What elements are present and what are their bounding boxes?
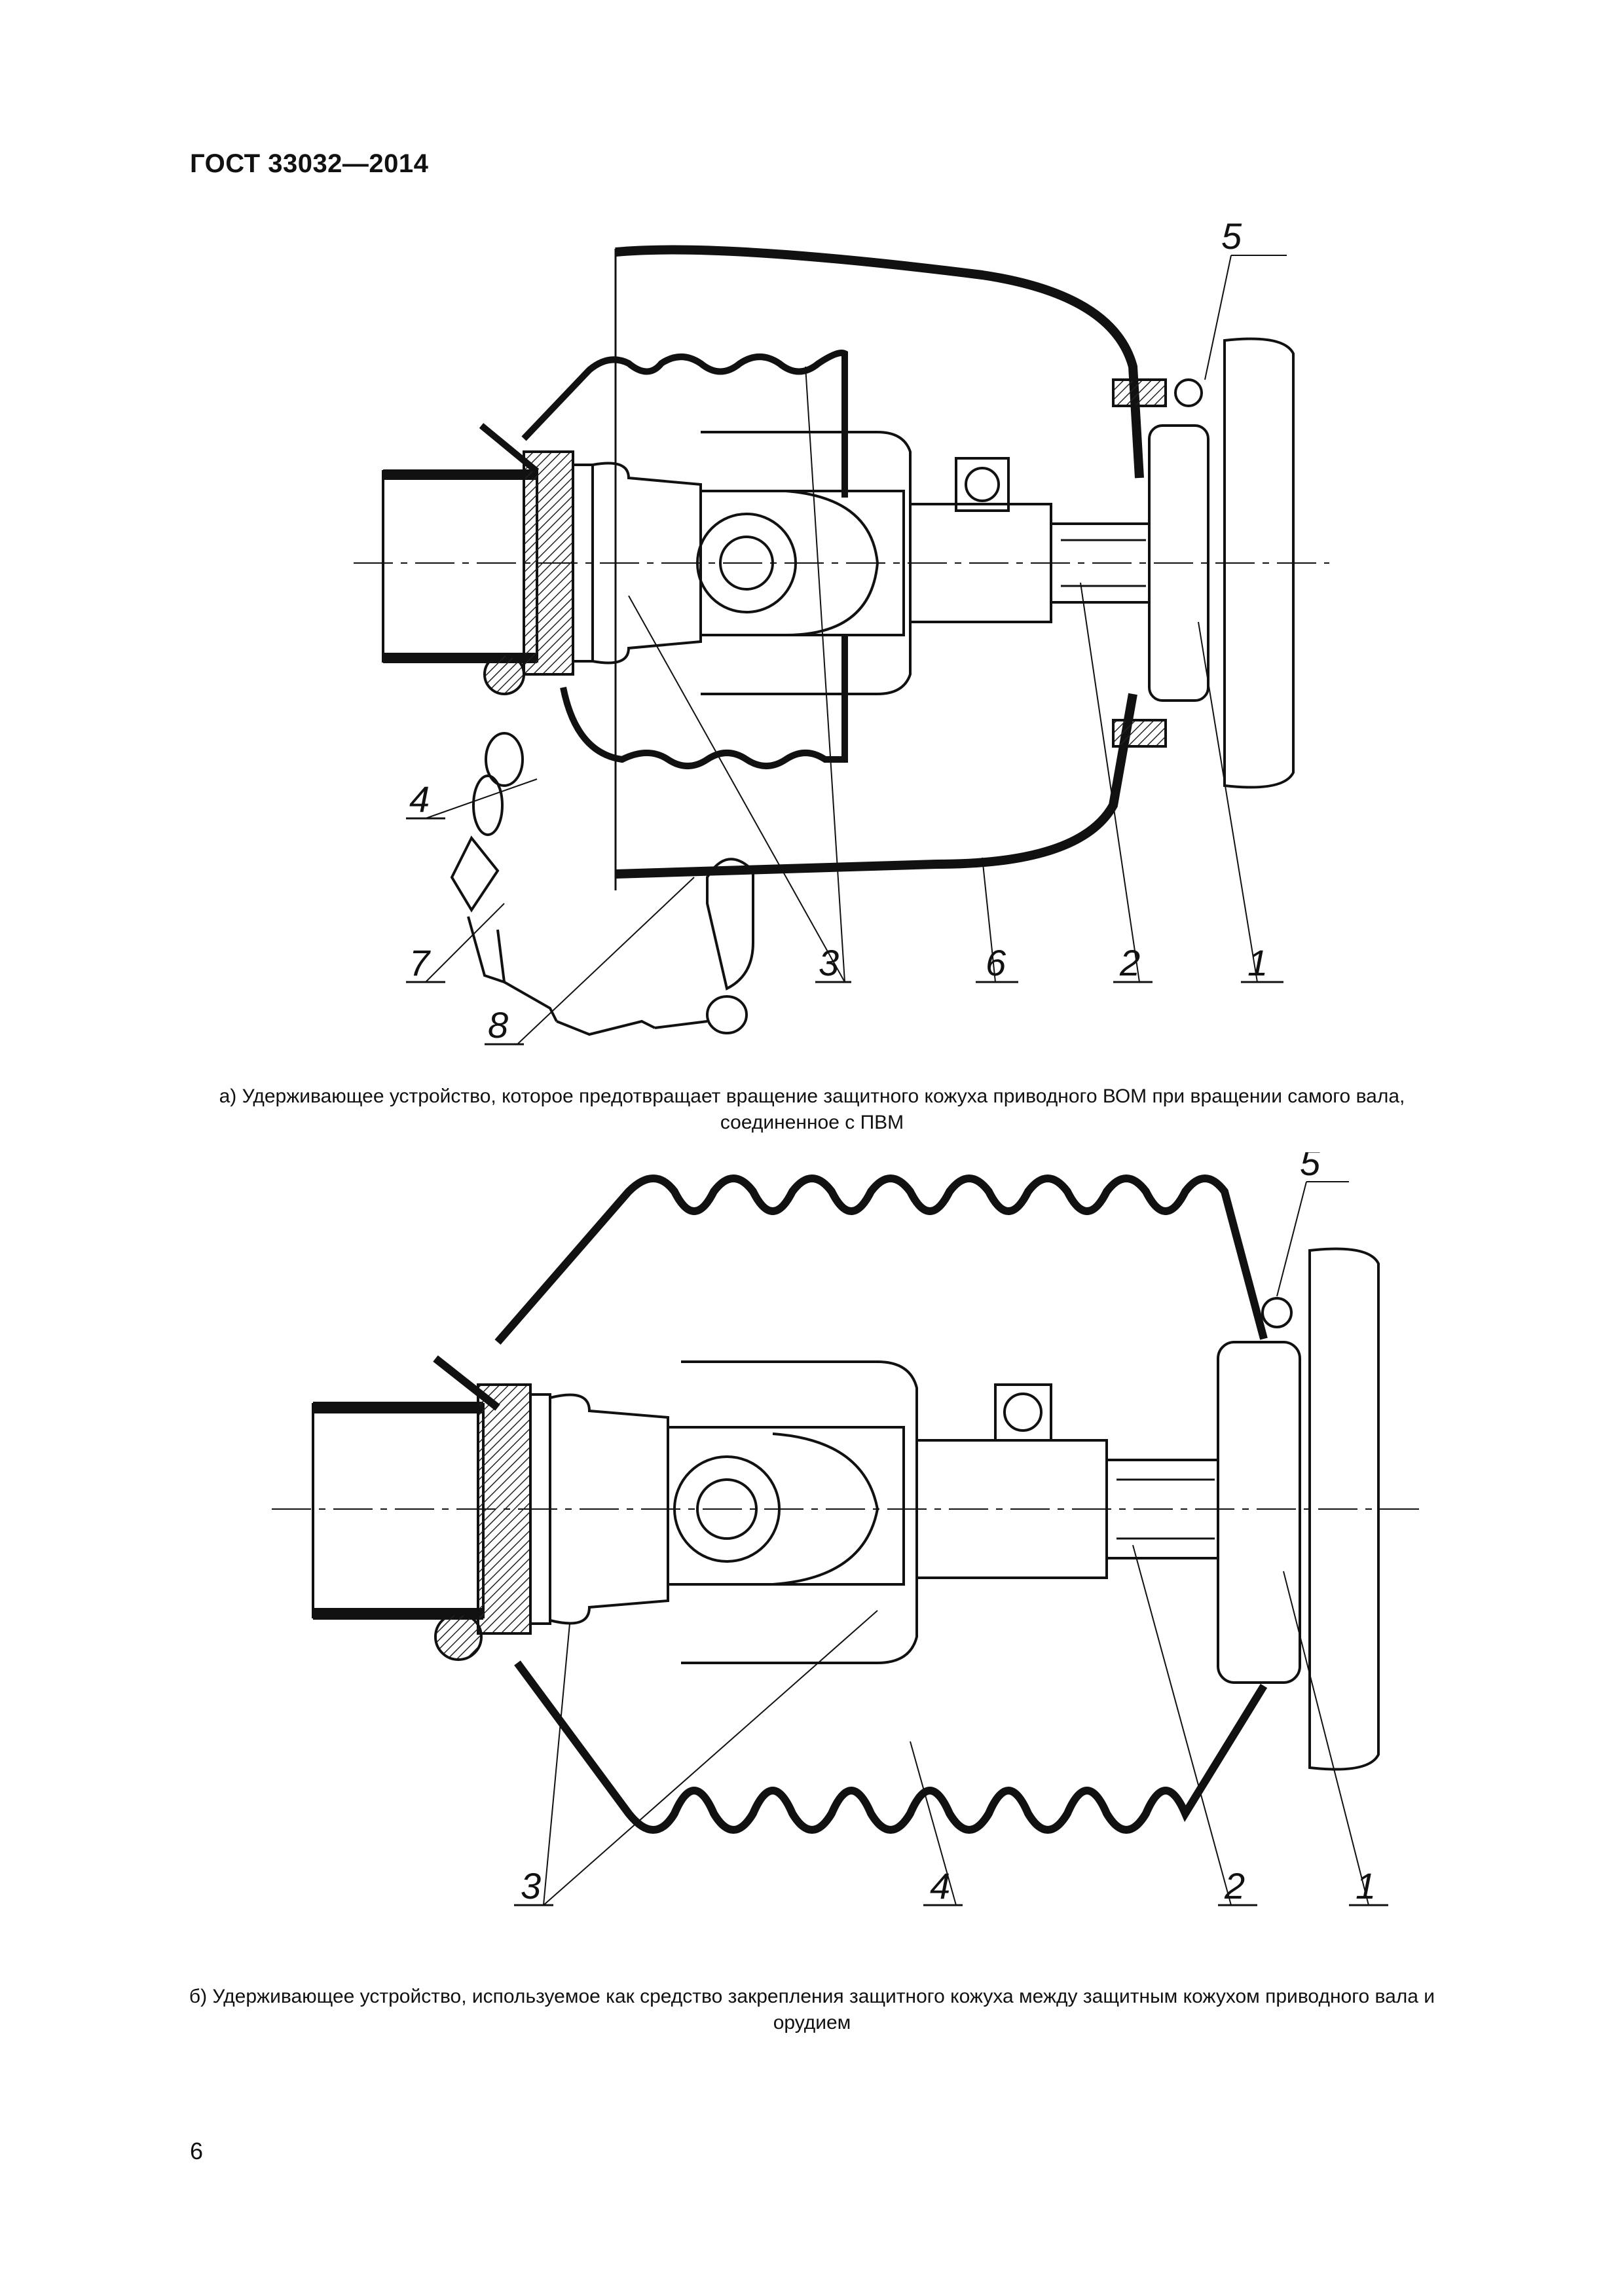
callout-b-2: 2 [1224, 1865, 1245, 1906]
figure-b: 5 3 4 2 1 [0, 1152, 1624, 1990]
figure-b-drawing: 5 3 4 2 1 [272, 1152, 1421, 1906]
page-number: 6 [190, 2138, 204, 2164]
callout-a-4: 4 [409, 778, 430, 820]
callout-b-1: 1 [1356, 1865, 1376, 1906]
callout-b-4: 4 [930, 1865, 950, 1906]
figure-a: 5 4 7 3 6 2 1 8 [0, 216, 1624, 1067]
document-header: ГОСТ 33032—2014 [190, 149, 429, 178]
figure-a-drawing: 5 4 7 3 6 2 1 8 [354, 216, 1329, 1046]
callout-a-7: 7 [409, 942, 431, 983]
figure-b-caption: б) Удерживающее устройство, используемое… [189, 1986, 1435, 2033]
callout-a-8: 8 [488, 1004, 508, 1046]
callout-a-6: 6 [986, 942, 1006, 983]
callout-b-5: 5 [1300, 1152, 1321, 1183]
callout-a-3: 3 [819, 942, 839, 983]
callout-b-3: 3 [521, 1865, 541, 1906]
callout-a-1: 1 [1247, 942, 1268, 983]
callout-a-2: 2 [1119, 942, 1140, 983]
figure-a-caption: а) Удерживающее устройство, которое пред… [219, 1085, 1405, 1133]
callout-a-5: 5 [1221, 216, 1242, 257]
